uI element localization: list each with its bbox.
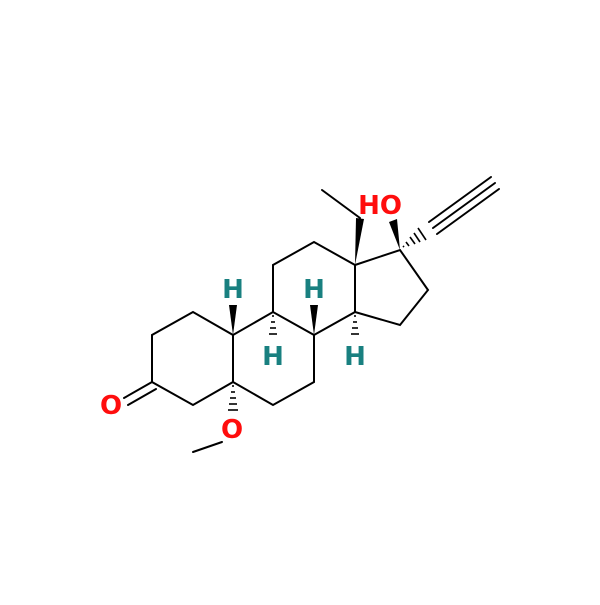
hash-ethynyl bbox=[402, 227, 427, 248]
bonds bbox=[123, 176, 500, 453]
h-c10-label: H bbox=[222, 275, 244, 305]
alkyne-bond-3 bbox=[436, 188, 500, 235]
wedge-h-c8 bbox=[310, 305, 318, 335]
h-c8-label: H bbox=[303, 275, 325, 305]
alkyne-bond-2 bbox=[428, 176, 492, 223]
wedge-c18 bbox=[355, 218, 364, 265]
hash-c5-o bbox=[228, 385, 238, 411]
ketone-bond-2 bbox=[127, 388, 157, 406]
wedge-oh bbox=[389, 219, 400, 250]
hash-h-c14 bbox=[351, 315, 359, 335]
methoxy-oxygen-label: O bbox=[221, 415, 243, 445]
hydroxyl-label: HO bbox=[358, 191, 402, 221]
hashed-bonds bbox=[228, 227, 427, 411]
ring-a bbox=[151, 310, 234, 407]
ring-b bbox=[232, 310, 315, 407]
methoxy-methyl-bond bbox=[192, 441, 223, 453]
ketone-bond bbox=[123, 381, 153, 399]
wedge-bonds bbox=[229, 218, 400, 335]
hash-h-c9 bbox=[269, 315, 277, 335]
alkyne-bond bbox=[432, 182, 496, 229]
h-c9-label: H bbox=[262, 342, 284, 372]
ring-d bbox=[354, 248, 430, 327]
ethyl-bond bbox=[321, 189, 361, 219]
h-c14-label: H bbox=[344, 342, 366, 372]
ring-c bbox=[272, 240, 356, 336]
ketone-oxygen-label: O bbox=[100, 391, 122, 421]
wedge-h-c10 bbox=[229, 305, 237, 335]
